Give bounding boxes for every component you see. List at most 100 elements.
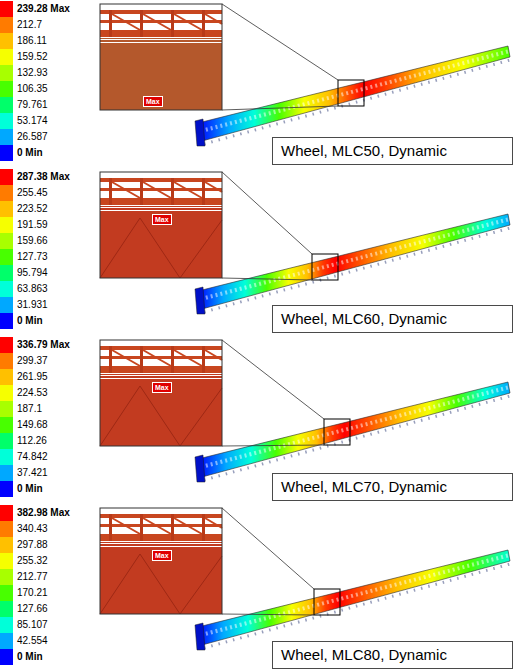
max-label: Max (146, 97, 160, 106)
legend-row: 261.95 (0, 369, 96, 385)
legend-swatch (0, 185, 13, 201)
zoom-box (324, 419, 350, 445)
inset-crease (100, 218, 140, 278)
inset-truss (100, 172, 222, 206)
zoom-box (312, 254, 338, 280)
legend-swatch (0, 353, 13, 369)
legend-value: 63.863 (17, 283, 48, 295)
legend-swatch (0, 505, 13, 521)
legend-row: 42.554 (0, 633, 96, 649)
inset-truss (100, 508, 222, 542)
inset-crease (180, 388, 222, 446)
legend-row: 85.107 (0, 617, 96, 633)
legend-swatch (0, 313, 13, 329)
max-label: Max (155, 551, 169, 560)
inset-edge-line (100, 543, 222, 544)
legend-row: 297.88 (0, 537, 96, 553)
legend-value: 26.587 (17, 131, 48, 143)
legend-value: 186.11 (17, 35, 47, 47)
zoom-leader (222, 508, 314, 589)
legend-value: 31.931 (17, 299, 48, 311)
result-panel (100, 172, 510, 314)
legend-value: 239.28 Max (17, 3, 70, 15)
legend-swatch (0, 521, 13, 537)
legend-value: 127.73 (17, 251, 48, 263)
zoom-leader (222, 172, 312, 254)
zoom-leader (222, 340, 324, 419)
inset-edge-line (100, 210, 222, 211)
legend-swatch (0, 281, 13, 297)
legend-value: 112.26 (17, 435, 47, 447)
legend-swatch (0, 113, 13, 129)
legend-row: 212.77 (0, 569, 96, 585)
legend-value: 261.95 (17, 371, 48, 383)
legend-row: 95.794 (0, 265, 96, 281)
inset-edge-line (100, 378, 222, 379)
legend-swatch (0, 449, 13, 465)
zoom-box (338, 80, 364, 106)
legend-value: 212.7 (17, 19, 42, 31)
legend-row: 239.28 Max (0, 1, 96, 17)
inset-ground (100, 172, 222, 278)
legend-row: 63.863 (0, 281, 96, 297)
legend-swatch (0, 465, 13, 481)
result-panel (100, 4, 510, 146)
legend-row: 159.52 (0, 49, 96, 65)
max-marker: Max (152, 550, 172, 561)
legend-row: 299.37 (0, 353, 96, 369)
legend-value: 299.37 (17, 355, 48, 367)
max-marker: Max (152, 382, 172, 393)
zoom-leader (222, 4, 338, 80)
legend-value: 223.52 (17, 203, 48, 215)
legend-value: 95.794 (17, 267, 48, 279)
inset-frame (100, 4, 222, 110)
legend-swatch (0, 265, 13, 281)
legend-row: 255.32 (0, 553, 96, 569)
caption-text: Wheel, MLC50, Dynamic (281, 142, 447, 160)
legend-row: 159.66 (0, 233, 96, 249)
legend-swatch (0, 1, 13, 17)
legend-value: 132.93 (17, 67, 48, 79)
inset-frame (100, 172, 222, 278)
result-panel (100, 340, 510, 482)
legend-swatch (0, 65, 13, 81)
legend-value: 224.53 (17, 387, 48, 399)
legend-value: 191.59 (17, 219, 48, 231)
legend-row: 224.53 (0, 385, 96, 401)
inset-ground (100, 340, 222, 446)
zoom-leader (222, 278, 312, 280)
legend-value: 159.52 (17, 51, 48, 63)
inset-frame (100, 340, 222, 446)
legend-value: 255.32 (17, 555, 48, 567)
inset-ground (100, 4, 222, 110)
inset-crease (100, 554, 140, 614)
legend-swatch (0, 417, 13, 433)
inset-crease (140, 554, 180, 614)
legend-row: 191.59 (0, 217, 96, 233)
inset-crease (180, 220, 222, 278)
legend-swatch (0, 249, 13, 265)
legend-value: 42.554 (17, 635, 48, 647)
caption-box: Wheel, MLC50, Dynamic (272, 137, 513, 165)
legend-row: 31.931 (0, 297, 96, 313)
caption-text: Wheel, MLC80, Dynamic (281, 646, 447, 664)
legend-swatch (0, 385, 13, 401)
inset-edge-line (100, 42, 222, 43)
legend-row: 127.66 (0, 601, 96, 617)
bridge-beam (195, 214, 510, 314)
legend-value: 212.77 (17, 571, 48, 583)
legend-value: 0 Min (17, 651, 43, 663)
legend-swatch (0, 537, 13, 553)
legend-swatch (0, 233, 13, 249)
legend-value: 297.88 (17, 539, 48, 551)
max-marker: Max (143, 96, 163, 107)
legend-swatch (0, 169, 13, 185)
legend-value: 170.21 (17, 587, 48, 599)
legend-value: 187.1 (17, 403, 42, 415)
legend-row: 53.174 (0, 113, 96, 129)
legend-swatch (0, 49, 13, 65)
legend-value: 340.43 (17, 523, 48, 535)
legend-row: 0 Min (0, 481, 96, 497)
